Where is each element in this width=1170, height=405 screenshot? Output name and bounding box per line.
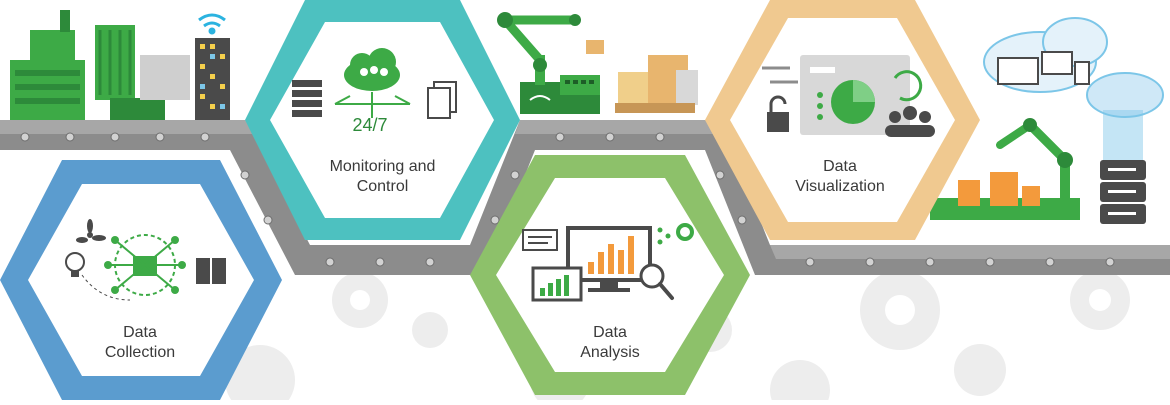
chat-icon bbox=[522, 229, 558, 251]
share-icon bbox=[657, 227, 671, 245]
server-icon bbox=[1100, 160, 1146, 224]
arrows-icon bbox=[762, 66, 798, 84]
lock-icon bbox=[767, 95, 789, 132]
uptime-label: 24/7 bbox=[352, 115, 388, 135]
stage-data-analysis-title: Data Analysis bbox=[580, 324, 640, 361]
sensor-network-icon bbox=[81, 234, 186, 301]
documents-icon bbox=[427, 81, 457, 119]
lightbulb-icon bbox=[65, 252, 85, 277]
stage-monitoring-title: Monitoring and Control bbox=[329, 158, 436, 195]
hexagon-data-collection bbox=[0, 160, 282, 400]
factory-icon bbox=[10, 10, 230, 120]
data-stream bbox=[1103, 110, 1143, 160]
dashboard-icon bbox=[800, 55, 910, 135]
cloud-icon bbox=[983, 17, 1164, 118]
cloud-users-icon bbox=[334, 48, 411, 118]
tablet-chart-icon bbox=[531, 266, 583, 302]
refresh-icon bbox=[893, 70, 923, 102]
robot-arm-icon bbox=[497, 12, 698, 114]
fan-icon bbox=[76, 219, 106, 243]
conveyor-belt bbox=[0, 120, 1170, 275]
wifi-icon bbox=[198, 13, 226, 35]
robot-arm-right-icon bbox=[930, 118, 1080, 220]
chart-icon bbox=[588, 236, 634, 274]
stage-data-collection-title: Data Collection bbox=[104, 324, 176, 361]
users-icon bbox=[885, 106, 935, 137]
gear-icon bbox=[676, 223, 694, 241]
server-rack-icon bbox=[196, 258, 226, 284]
stage-data-visualization-title: Data Visualization bbox=[795, 158, 885, 195]
hexagon-monitoring bbox=[245, 0, 520, 240]
server-stack-icon bbox=[292, 80, 322, 117]
magnifier-icon bbox=[639, 263, 674, 300]
